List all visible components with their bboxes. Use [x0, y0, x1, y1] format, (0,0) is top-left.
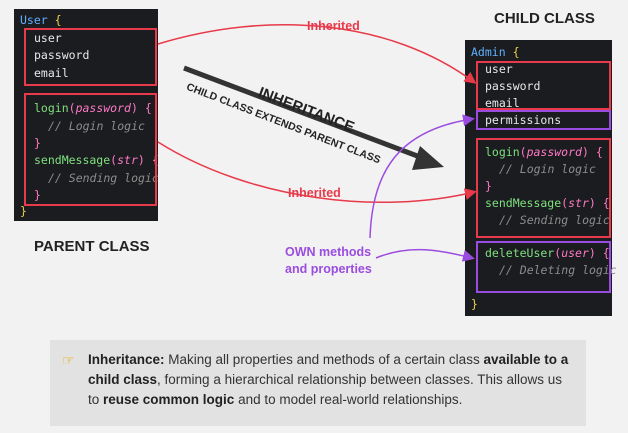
child-sendmessage-param: str [568, 196, 589, 210]
child-login-comment: // Login logic [499, 162, 596, 176]
parent-sendmessage-close: } [34, 188, 41, 202]
child-deleteuser-name: deleteUser [485, 246, 555, 260]
parent-login-close: } [34, 136, 41, 150]
child-sendmessage-name: sendMessage [485, 196, 562, 210]
parent-sendmessage-comment: // Sending logic [48, 171, 159, 185]
child-login-param: password [526, 145, 582, 159]
child-class-heading: CHILD CLASS [494, 10, 595, 27]
child-deleteuser-comment: // Deleting logic [499, 263, 617, 277]
parent-prop-user: user [34, 31, 62, 45]
child-prop-email: email [485, 96, 520, 110]
child-sendmessage-comment: // Sending logic [499, 213, 610, 227]
callout-text2: , forming a hierarchical relationship be… [88, 372, 562, 407]
child-method-deleteuser: deleteUser(user) { [485, 246, 610, 260]
parent-login-comment: // Login logic [48, 119, 145, 133]
inherited-label-bottom: Inherited [288, 186, 341, 200]
child-prop-password: password [485, 79, 541, 93]
child-own-method-box [476, 241, 611, 293]
callout-strong2: reuse common logic [103, 392, 235, 407]
parent-login-param: password [75, 101, 131, 115]
child-properties-box [476, 61, 611, 110]
child-methods-box [476, 138, 611, 238]
parent-class-heading: PARENT CLASS [34, 238, 150, 255]
child-class-name: Admin [471, 45, 506, 59]
child-method-login: login(password) { [485, 145, 603, 159]
child-open-brace: { [512, 45, 520, 59]
own-label-line1: OWN methods [285, 245, 372, 259]
parent-sendmessage-param: str [117, 153, 138, 167]
callout-text3: and to model real-world relationships. [234, 392, 463, 407]
parent-prop-email: email [34, 66, 69, 80]
own-method-arrow [375, 248, 475, 262]
child-deleteuser-param: user [561, 246, 589, 260]
child-method-sendmessage: sendMessage(str) { [485, 196, 610, 210]
parent-method-login: login(password) { [34, 101, 152, 115]
child-class-code: Admin { user password email permissions … [465, 40, 617, 316]
parent-class-header: User { [20, 12, 62, 29]
parent-method-sendmessage: sendMessage(str) { [34, 153, 159, 167]
child-prop-permissions: permissions [485, 113, 562, 127]
callout-text1: Making all properties and methods of a c… [164, 352, 484, 367]
parent-properties-box [24, 28, 157, 86]
parent-close-brace: } [20, 204, 27, 218]
child-close-brace: } [471, 297, 478, 311]
child-class-header: Admin { [471, 44, 520, 61]
definition-callout: ☞ Inheritance: Making all properties and… [50, 340, 586, 426]
callout-strong1: available to a child class [88, 352, 569, 387]
callout-term: Inheritance: [88, 352, 165, 367]
inherited-label-top: Inherited [307, 19, 360, 33]
own-label-line2: and properties [285, 262, 372, 276]
parent-prop-password: password [34, 48, 90, 62]
parent-open-brace: { [54, 13, 62, 27]
child-login-name: login [485, 145, 520, 159]
inherited-methods-arrow [157, 141, 477, 204]
parent-class-code: User { user password email login(passwor… [14, 9, 159, 221]
parent-methods-box [24, 93, 157, 206]
parent-login-name: login [34, 101, 69, 115]
inheritance-arrow-head [412, 146, 444, 170]
child-login-close: } [485, 179, 492, 193]
pointing-hand-icon: ☞ [62, 352, 75, 368]
parent-sendmessage-name: sendMessage [34, 153, 111, 167]
parent-class-name: User [20, 13, 48, 27]
inheritance-arrow [183, 65, 429, 163]
own-methods-label: OWN methods and properties [285, 244, 372, 278]
inherited-properties-arrow [157, 23, 477, 84]
child-prop-user: user [485, 62, 513, 76]
child-own-property-box [476, 110, 611, 130]
own-property-arrow [369, 114, 475, 239]
